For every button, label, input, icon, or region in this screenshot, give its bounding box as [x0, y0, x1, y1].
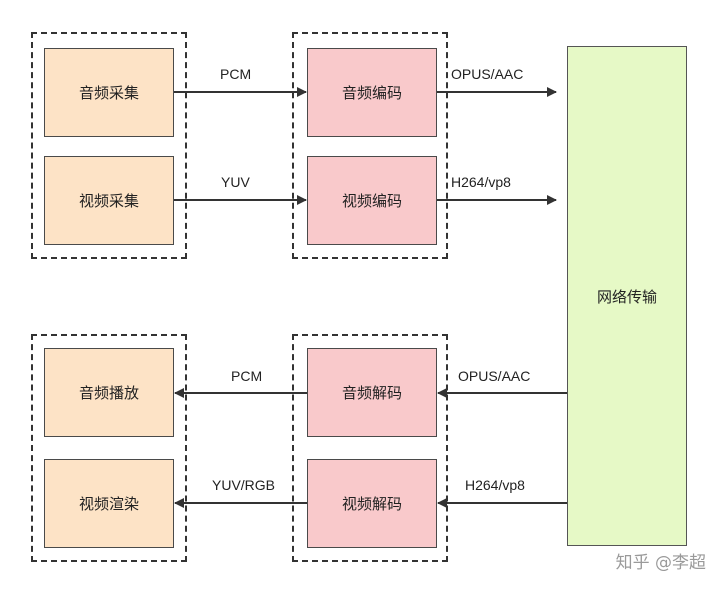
network-box: 网络传输 — [567, 46, 687, 546]
audio-capture-box: 音频采集 — [44, 48, 174, 137]
audio-capture-label: 音频采集 — [78, 84, 139, 102]
video-encode-box: 视频编码 — [307, 156, 437, 245]
audio-play-box: 音频播放 — [44, 348, 174, 437]
render-group — [31, 334, 187, 562]
video-render-box: 视频渲染 — [44, 459, 174, 548]
edge-label-pcm-bottom: PCM — [231, 368, 263, 384]
audio-decode-label: 音频解码 — [341, 384, 402, 402]
video-decode-box: 视频解码 — [307, 459, 437, 548]
capture-group — [31, 32, 187, 259]
video-render-label: 视频渲染 — [78, 495, 139, 513]
video-encode-label: 视频编码 — [341, 192, 402, 210]
decode-group — [292, 334, 448, 562]
edge-label-h264-bottom: H264/vp8 — [465, 477, 525, 493]
encode-group — [292, 32, 448, 259]
audio-play-label: 音频播放 — [78, 384, 139, 402]
video-capture-box: 视频采集 — [44, 156, 174, 245]
network-label: 网络传输 — [596, 287, 657, 306]
video-capture-label: 视频采集 — [78, 192, 139, 210]
edge-label-opus-bottom: OPUS/AAC — [458, 368, 531, 384]
edge-label-h264-top: H264/vp8 — [451, 174, 511, 190]
video-decode-label: 视频解码 — [341, 495, 402, 513]
edge-label-yuvrgb-bottom: YUV/RGB — [212, 477, 276, 493]
edge-label-yuv-top: YUV — [221, 174, 250, 190]
watermark: 知乎 @李超 — [615, 553, 706, 573]
edge-label-opus-top: OPUS/AAC — [451, 66, 524, 82]
audio-decode-box: 音频解码 — [307, 348, 437, 437]
audio-encode-label: 音频编码 — [341, 84, 402, 102]
audio-encode-box: 音频编码 — [307, 48, 437, 137]
edge-label-pcm-top: PCM — [220, 66, 252, 82]
